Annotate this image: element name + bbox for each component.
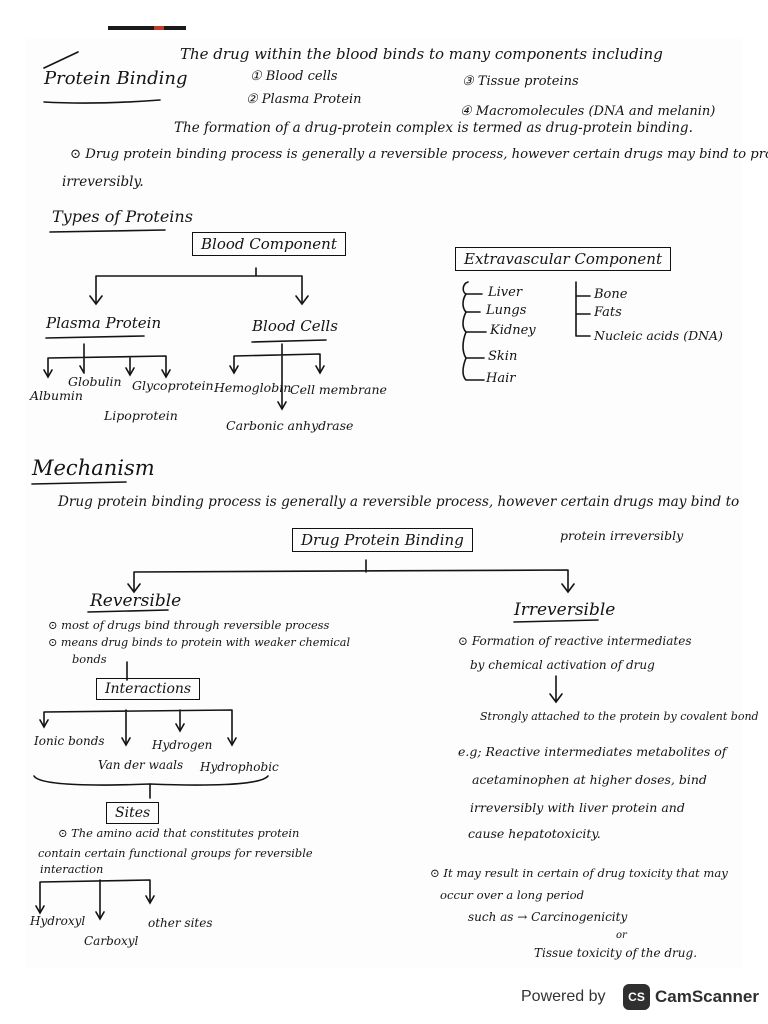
irreversible-attached: Strongly attached to the protein by cova…: [480, 710, 759, 723]
irreversible-point: ⊙ Formation of reactive intermediates: [458, 634, 692, 648]
sites-text: contain certain functional groups for re…: [38, 846, 313, 860]
tissue-text: Tissue toxicity of the drug.: [534, 946, 698, 960]
interaction-item: Hydrophobic: [200, 760, 279, 774]
plasma-item: Lipoprotein: [104, 408, 178, 423]
extravascular-item: Hair: [486, 371, 516, 386]
footer: [0, 975, 768, 1024]
reversible-heading: Reversible: [90, 591, 182, 611]
component-item: ④ Macromolecules (DNA and melanin): [460, 104, 716, 119]
irreversible-heading: Irreversible: [514, 600, 616, 620]
plasma-item: Globulin: [68, 374, 122, 389]
mechanism-heading: Mechanism: [32, 456, 155, 480]
site-item: Hydroxyl: [30, 914, 86, 928]
mechanism-text: Drug protein binding process is generall…: [58, 494, 740, 510]
component-item: ③ Tissue proteins: [462, 74, 579, 89]
extravascular-item: Bone: [594, 287, 628, 302]
camscanner-logo-icon: CS: [623, 984, 650, 1010]
irreversible-point: occur over a long period: [440, 888, 585, 902]
interaction-item: Hydrogen: [152, 738, 213, 752]
example-text: e.g; Reactive intermediates metabolites …: [458, 744, 727, 759]
sites-box: Sites: [106, 802, 160, 824]
note-line: ⊙ Drug protein binding process is genera…: [70, 147, 768, 162]
camscanner-brand: CamScanner: [655, 987, 759, 1006]
sites-text: interaction: [40, 862, 104, 876]
extravascular-item: Skin: [488, 349, 518, 364]
interactions-box: Interactions: [96, 678, 201, 700]
note-line: irreversibly.: [62, 174, 144, 190]
site-item: other sites: [148, 916, 213, 930]
blood-component-box: Blood Component: [192, 232, 346, 256]
site-item: Carboxyl: [84, 934, 139, 948]
cell-item: Cell membrane: [290, 382, 387, 397]
scanned-page: [26, 38, 742, 968]
page-title: Protein Binding: [44, 68, 188, 89]
example-text: acetaminophen at higher doses, bind: [472, 772, 707, 787]
powered-by-text: Powered by: [521, 988, 606, 1005]
irreversible-point: ⊙ It may result in certain of drug toxic…: [430, 866, 728, 880]
extravascular-item: Lungs: [486, 303, 527, 318]
scan-edge-mark: [108, 26, 186, 30]
or-text: or: [616, 930, 627, 941]
such-as-text: such as → Carcinogenicity: [468, 910, 628, 924]
example-text: irreversibly with liver protein and: [470, 800, 685, 815]
reversible-point: bonds: [72, 652, 107, 666]
extravascular-item: Nucleic acids (DNA): [594, 328, 723, 343]
plasma-item: Albumin: [30, 388, 83, 403]
plasma-item: Glycoprotein: [132, 378, 214, 393]
irreversible-point: by chemical activation of drug: [470, 658, 655, 672]
sites-text: ⊙ The amino acid that constitutes protei…: [58, 826, 300, 840]
extravascular-item: Kidney: [490, 323, 536, 338]
example-text: cause hepatotoxicity.: [468, 826, 601, 841]
mechanism-text: protein irreversibly: [560, 528, 684, 543]
reversible-point: ⊙ most of drugs bind through reversible …: [48, 618, 330, 632]
definition-text: The formation of a drug-protein complex …: [174, 120, 693, 136]
types-heading: Types of Proteins: [52, 207, 193, 226]
interaction-item: Van der waals: [98, 758, 184, 772]
cell-item: Hemoglobin: [214, 380, 292, 395]
cell-item: Carbonic anhydrase: [226, 418, 354, 433]
plasma-protein-label: Plasma Protein: [46, 314, 162, 332]
interaction-item: Ionic bonds: [34, 734, 105, 748]
drug-protein-binding-box: Drug Protein Binding: [292, 528, 473, 552]
intro-text: The drug within the blood binds to many …: [180, 45, 663, 63]
extravascular-item: Liver: [488, 285, 523, 300]
reversible-point: ⊙ means drug binds to protein with weake…: [48, 636, 351, 649]
extravascular-item: Fats: [594, 305, 622, 320]
component-item: ② Plasma Protein: [246, 92, 362, 107]
component-item: ① Blood cells: [250, 69, 338, 84]
extravascular-box: Extravascular Component: [455, 247, 671, 271]
blood-cells-label: Blood Cells: [252, 317, 338, 335]
